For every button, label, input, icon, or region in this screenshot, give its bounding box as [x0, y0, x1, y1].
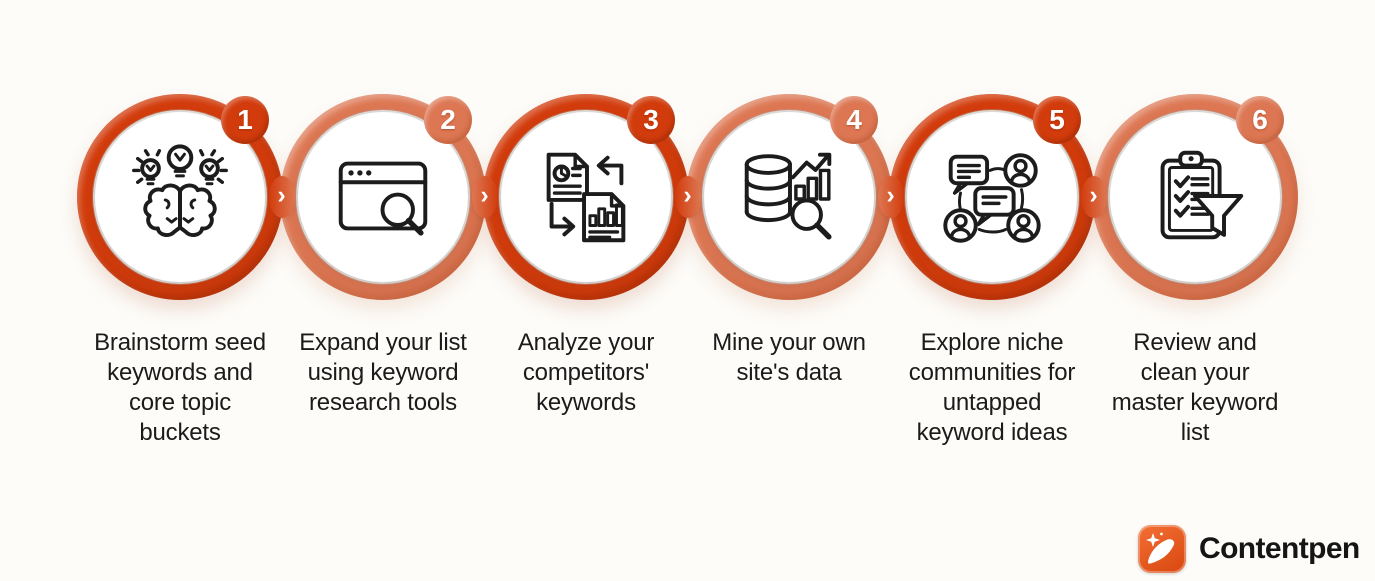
step-ring: 1 [77, 94, 283, 300]
browser-keyword-search-icon [323, 137, 443, 257]
connector: › [877, 176, 904, 218]
step-label: Mine your own site's data [712, 329, 866, 386]
chevron-right-icon: › [886, 180, 895, 209]
step-inner-circle [95, 112, 265, 282]
competitor-documents-exchange-icon [526, 137, 646, 257]
chevron-right-icon: › [683, 180, 692, 209]
step: 3 Analyze your competitors' keywords [483, 94, 689, 416]
connector: › [674, 176, 701, 218]
step-ring: 5 [889, 94, 1095, 300]
step-number-badge: 5 [1033, 96, 1081, 144]
step-ring: 3 [483, 94, 689, 300]
step: 2 Expand your list using keyword researc… [280, 94, 486, 416]
community-chat-people-icon [932, 137, 1052, 257]
step-number-badge: 2 [424, 96, 472, 144]
connector: › [1080, 176, 1107, 218]
brand-name: Contentpen [1199, 532, 1360, 565]
step: 1 Brainstorm seed keywords and core topi… [77, 94, 283, 446]
step: 4 Mine your own site's data [686, 94, 892, 386]
chevron-right-icon: › [1089, 180, 1098, 209]
step: 6 Review and clean your master keyword l… [1092, 94, 1298, 446]
chevron-right-icon: › [480, 180, 489, 209]
connector: › [471, 176, 498, 218]
step-ring: 4 [686, 94, 892, 300]
step-label: Brainstorm seed keywords and core topic … [94, 329, 266, 446]
step-label: Analyze your competitors' keywords [517, 329, 655, 416]
step-ring: 2 [280, 94, 486, 300]
step-ring: 6 [1092, 94, 1298, 300]
step: 5 Explore niche communities for untapped… [889, 94, 1095, 446]
step-number-badge: 3 [627, 96, 675, 144]
step-label: Review and clean your master keyword lis… [1111, 329, 1279, 446]
step-number-badge: 4 [830, 96, 878, 144]
contentpen-logo-icon [1138, 525, 1186, 573]
database-analytics-magnifier-icon [729, 137, 849, 257]
step-number-badge: 6 [1236, 96, 1284, 144]
connector: › [268, 176, 295, 218]
step-number-badge: 1 [221, 96, 269, 144]
brainstorm-brain-lightbulbs-icon [120, 137, 240, 257]
chevron-right-icon: › [277, 180, 286, 209]
brand-logo: Contentpen [1138, 525, 1360, 573]
step-label: Expand your list using keyword research … [299, 329, 467, 416]
checklist-filter-funnel-icon [1135, 137, 1255, 257]
step-label: Explore niche communities for untapped k… [908, 329, 1076, 446]
step-inner-circle [1110, 112, 1280, 282]
